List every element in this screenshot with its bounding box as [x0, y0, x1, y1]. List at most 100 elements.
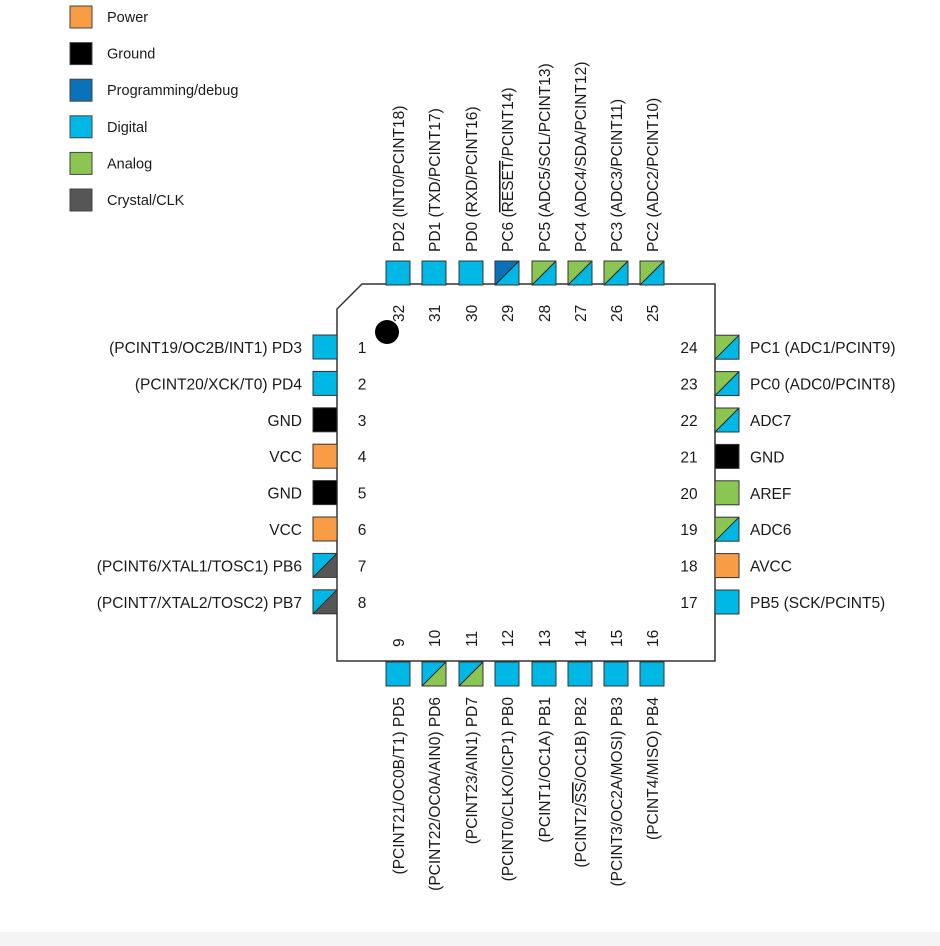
pin-32: PD2 (INT0/PCINT18) 32 — [385, 106, 411, 322]
pin-11-label: (PCINT23/AIN1) PD7 — [464, 697, 481, 844]
pin-7-label: (PCINT6/XTAL1/TOSC1) PB6 — [97, 558, 302, 575]
pin-17-label: PB5 (SCK/PCINT5) — [750, 595, 885, 612]
pin-13-label: (PCINT1/OC1A) PB1 — [537, 697, 554, 843]
legend-label-analog: Analog — [107, 156, 152, 172]
pin-31-label: PD1 (TXD/PCINT17) — [427, 108, 444, 252]
pin-32-square — [385, 260, 411, 286]
pin-28: PC5 (ADC5/SCL/PCINT13) 28 — [531, 63, 557, 322]
pin1-indicator-dot — [375, 320, 399, 344]
pin-6-number: 6 — [358, 522, 367, 539]
pin-6-label: VCC — [269, 522, 302, 539]
pin-31-square — [421, 260, 447, 286]
pin-3-square — [312, 407, 338, 433]
pin-21: GND 21 — [680, 443, 784, 469]
pin-10-outline — [421, 661, 447, 687]
pin-4: VCC 4 — [269, 443, 367, 469]
pin-8-number: 8 — [358, 595, 367, 612]
pin-26-label: PC3 (ADC3/PCINT11) — [609, 99, 626, 252]
pin-22-outline — [714, 407, 740, 433]
pin-32-label: PD2 (INT0/PCINT18) — [391, 106, 408, 252]
pin-14-square — [567, 661, 593, 687]
pin-22-diagonal — [714, 407, 740, 433]
pin-32-number: 32 — [391, 305, 408, 322]
pin-28-number: 28 — [537, 305, 554, 322]
pin-5-label: GND — [268, 486, 302, 503]
pin-25-number: 25 — [645, 305, 662, 322]
pin-26-number: 26 — [609, 305, 626, 322]
pin-26: PC3 (ADC3/PCINT11) 26 — [603, 99, 629, 322]
pin-5-square — [312, 480, 338, 506]
legend-label-crystal: Crystal/CLK — [107, 193, 185, 209]
legend-swatch-power — [69, 5, 93, 29]
pin-1-label: (PCINT19/OC2B/INT1) PD3 — [109, 340, 302, 357]
pin-1-square — [312, 334, 338, 360]
pin-9-square — [385, 661, 411, 687]
pin-21-square — [714, 443, 740, 469]
pin-27-diagonal — [567, 260, 593, 286]
pin-5-number: 5 — [358, 486, 367, 503]
pin-9-number: 9 — [391, 638, 408, 647]
pin-16-label: (PCINT4/MISO) PB4 — [645, 697, 662, 840]
pin-18: AVCC 18 — [680, 553, 792, 579]
legend-swatch-ground — [69, 42, 93, 66]
pin-30-square — [458, 260, 484, 286]
pin-26-outline — [603, 260, 629, 286]
legend: PowerGroundProgramming/debugDigitalAnalo… — [69, 5, 238, 212]
pin-4-label: VCC — [269, 449, 302, 466]
legend-label-programming: Programming/debug — [107, 83, 238, 99]
pin-18-square — [714, 553, 740, 579]
pin-19-diagonal — [714, 516, 740, 542]
pin-7-diagonal — [312, 553, 338, 578]
pin-21-label: GND — [750, 449, 784, 466]
pin-6: VCC 6 — [269, 516, 367, 542]
pin-24-number: 24 — [680, 340, 698, 357]
pin-25-label: PC2 (ADC2/PCINT10) — [645, 98, 662, 252]
pin-6-square — [312, 516, 338, 542]
pin-27: PC4 (ADC4/SDA/PCINT12)27 — [567, 62, 593, 322]
pin-30-number: 30 — [464, 304, 481, 322]
pin-19-number: 19 — [680, 522, 697, 539]
pin-29-number: 29 — [500, 305, 517, 322]
pin-10-diagonal — [421, 661, 447, 687]
pin-15-square — [603, 661, 629, 687]
pin-24-outline — [714, 334, 740, 360]
pin-21-number: 21 — [680, 449, 697, 466]
pin-29-label: PC6 (RESET/PCINT14) — [500, 87, 517, 252]
bottom-band — [0, 932, 940, 946]
pin-23-number: 23 — [680, 377, 697, 394]
pin-20-number: 20 — [680, 486, 698, 503]
pin-4-number: 4 — [358, 449, 367, 466]
pin-25: PC2 (ADC2/PCINT10) 25 — [639, 98, 665, 322]
pin-30-label: PD0 (RXD/PCINT16) — [464, 106, 481, 252]
pin-14-number: 14 — [573, 629, 590, 647]
pin-28-outline — [531, 260, 557, 286]
pin-31: PD1 (TXD/PCINT17) 31 — [421, 108, 447, 322]
pin-2-number: 2 — [358, 376, 367, 393]
legend-swatch-crystal — [69, 188, 93, 212]
pin-7-outline — [312, 552, 338, 578]
pin-27-outline — [567, 260, 593, 286]
pin-18-number: 18 — [680, 559, 697, 576]
pin-31-number: 31 — [427, 305, 444, 322]
pin-26-diagonal — [603, 260, 629, 286]
pin-18-label: AVCC — [750, 559, 792, 576]
legend-label-power: Power — [107, 10, 148, 26]
pin-11-outline — [458, 661, 484, 687]
legend-label-digital: Digital — [107, 120, 147, 136]
pin-3-label: GND — [268, 413, 302, 430]
legend-label-ground: Ground — [107, 47, 155, 63]
pin-15-label: (PCINT3/OC2A/MOSI) PB3 — [609, 697, 626, 886]
pin-28-label: PC5 (ADC5/SCL/PCINT13) — [537, 63, 554, 252]
